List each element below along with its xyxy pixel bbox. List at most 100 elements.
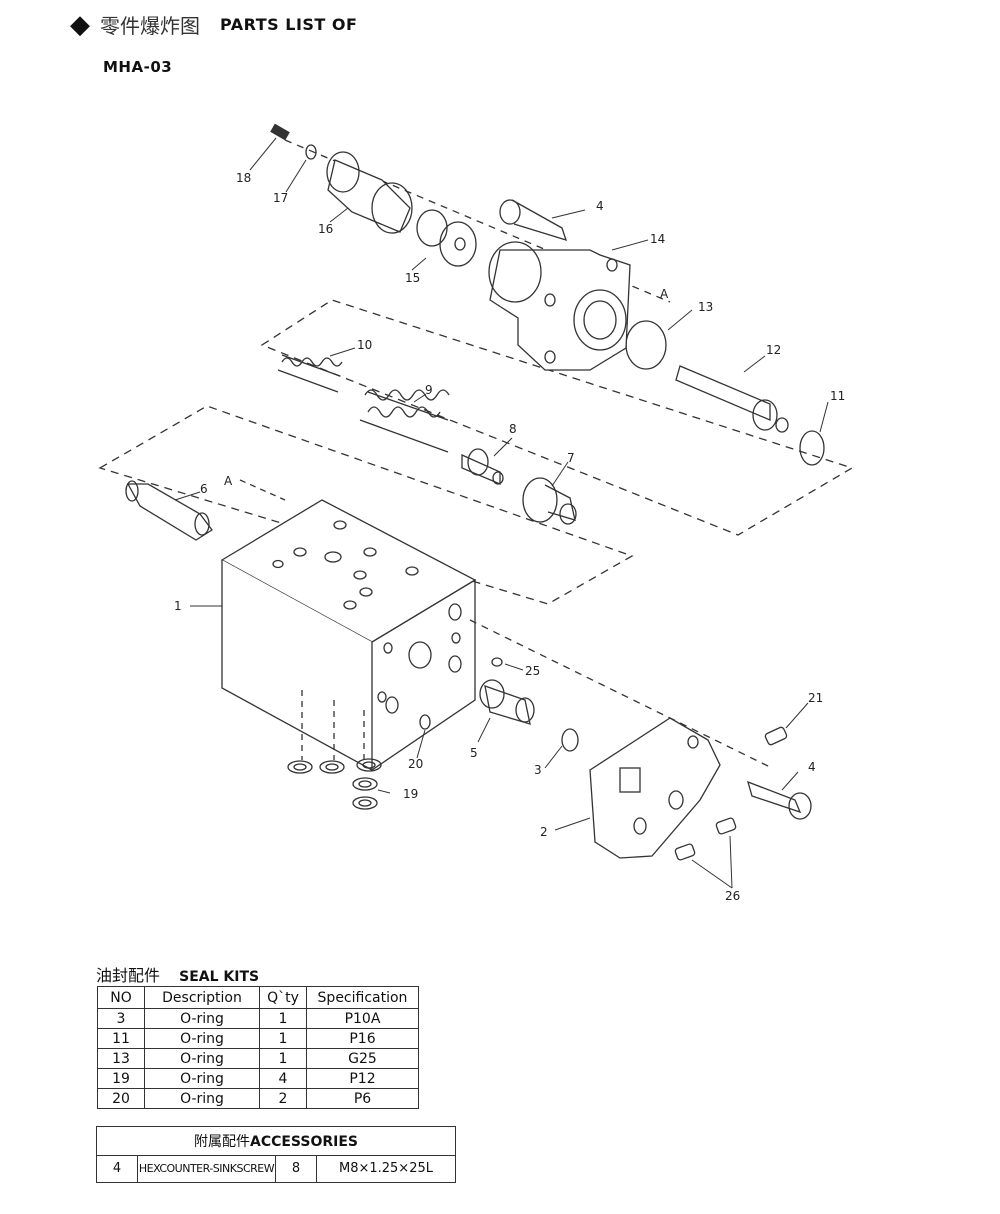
cell-no: 20	[97, 1088, 145, 1109]
part-10-spring	[277, 354, 343, 393]
cell-specification: P16	[306, 1028, 419, 1049]
cell-qty: 1	[259, 1028, 307, 1049]
cell-specification: P10A	[306, 1008, 419, 1029]
part-13-o-ring	[625, 320, 667, 370]
callout-26: 26	[725, 889, 740, 903]
callout-4-upper: 4	[596, 199, 604, 213]
column-header-description: Description	[144, 986, 260, 1009]
column-header-qty: Q`ty	[259, 986, 307, 1009]
callout-13: 13	[698, 300, 713, 314]
page-header: ◆ 零件爆炸图 PARTS LIST OF	[70, 10, 357, 39]
cell-qty: 4	[259, 1068, 307, 1089]
callout-5: 5	[470, 746, 478, 760]
callout-20: 20	[408, 757, 423, 771]
callout-3: 3	[534, 763, 542, 777]
seal-kits-title-chinese: 油封配件	[96, 966, 161, 985]
cell-no: 4	[97, 1156, 138, 1182]
table-header-row: NO Description Q`ty Specification	[97, 986, 419, 1009]
callout-11: 11	[830, 389, 845, 403]
part-2-flange-plate	[589, 717, 721, 859]
callout-6: 6	[200, 482, 208, 496]
title-english: PARTS LIST OF	[220, 15, 358, 34]
part-26-set-screw-b	[674, 843, 696, 861]
table-row: 20 O-ring 2 P6	[97, 1088, 419, 1109]
table-row: 3 O-ring 1 P10A	[97, 1008, 419, 1029]
part-26-set-screw-a	[715, 817, 737, 835]
callout-a-upper: A	[660, 287, 669, 301]
callout-18: 18	[236, 171, 251, 185]
column-header-no: NO	[97, 986, 145, 1009]
accessories-title-chinese: 附属配件	[193, 1134, 250, 1150]
cell-description: O-ring	[144, 1028, 260, 1049]
part-7-seat	[522, 477, 577, 525]
cell-no: 13	[97, 1048, 145, 1069]
callout-19: 19	[403, 787, 418, 801]
cell-qty: 8	[276, 1156, 317, 1182]
title-row: ◆ 零件爆炸图 PARTS LIST OF	[70, 10, 357, 39]
model-number: MHA-03	[103, 58, 173, 76]
seal-kits-table: NO Description Q`ty Specification 3 O-ri…	[97, 986, 419, 1109]
callout-a-lower: A	[224, 474, 233, 488]
accessories-title-english: ACCESSORIES	[249, 1134, 359, 1150]
callout-21: 21	[808, 691, 823, 705]
part-9-spring	[359, 389, 450, 453]
accessories-title: 附属配件ACCESSORIES	[97, 1127, 455, 1156]
part-5-spring-valve	[479, 679, 535, 725]
callout-16: 16	[318, 222, 333, 236]
part-20-o-ring	[419, 714, 431, 730]
part-17-washer	[305, 144, 317, 160]
part-19-o-rings	[287, 758, 382, 810]
cell-specification: P12	[306, 1068, 419, 1089]
cell-specification: G25	[306, 1048, 419, 1069]
cell-no: 11	[97, 1028, 145, 1049]
callout-9: 9	[425, 383, 433, 397]
callout-12: 12	[766, 343, 781, 357]
callout-8: 8	[509, 422, 517, 436]
part-25-o-ring	[491, 657, 503, 667]
callout-14: 14	[650, 232, 665, 246]
cell-specification: P6	[306, 1088, 419, 1109]
seal-kits-title-english: SEAL KITS	[179, 969, 260, 985]
table-row: 11 O-ring 1 P16	[97, 1028, 419, 1049]
cell-no: 19	[97, 1068, 145, 1089]
part-12-adjusting-screw	[675, 365, 789, 433]
part-14-housing	[488, 241, 631, 371]
part-8-poppet	[461, 448, 504, 485]
callout-25: 25	[525, 664, 540, 678]
cell-specification: M8×1.25×25L	[338, 1161, 433, 1176]
cell-description: O-ring	[144, 1088, 260, 1109]
cell-qty: 1	[259, 1048, 307, 1069]
callout-1: 1	[174, 599, 182, 613]
exploded-view-diagram: 1 2 3 4 4 5 6 7 8 9 10 11 12 13 14 15 16…	[98, 123, 854, 903]
title-chinese: 零件爆炸图	[100, 14, 200, 38]
cell-qty: 1	[259, 1008, 307, 1029]
callout-15: 15	[405, 271, 420, 285]
cell-no: 3	[97, 1008, 145, 1029]
column-header-specification: Specification	[306, 986, 419, 1009]
cell-description: O-ring	[144, 1008, 260, 1029]
diamond-bullet-icon: ◆	[70, 9, 90, 40]
cell-description: HEXCOUNTER-SINKSCREW	[138, 1156, 276, 1182]
cell-description: O-ring	[144, 1048, 260, 1069]
callout-10: 10	[357, 338, 372, 352]
callout-4-lower: 4	[808, 760, 816, 774]
callout-7: 7	[567, 451, 575, 465]
part-11-o-ring	[799, 430, 825, 466]
cell-qty: 2	[259, 1088, 307, 1109]
part-21-set-screw	[764, 726, 788, 746]
part-4-screw-lower	[747, 780, 812, 820]
part-15-lock-nut	[416, 209, 477, 267]
table-row: 4 HEXCOUNTER-SINKSCREW 8 M8×1.25×25L	[97, 1156, 455, 1182]
part-16-knob	[326, 151, 413, 234]
part-6-check-valve	[125, 480, 213, 541]
accessories-table: 附属配件ACCESSORIES 4 HEXCOUNTER-SINKSCREW 8…	[96, 1126, 456, 1183]
dashed-assembly-line-lower	[469, 619, 773, 769]
part-1-valve-body	[220, 499, 477, 772]
part-4-screw-upper	[499, 199, 568, 241]
callout-2: 2	[540, 825, 548, 839]
part-18-screw	[270, 123, 290, 141]
part-3-o-ring	[561, 728, 579, 752]
cell-description: O-ring	[144, 1068, 260, 1089]
seal-kits-title: 油封配件 SEAL KITS	[96, 962, 259, 986]
table-row: 19 O-ring 4 P12	[97, 1068, 419, 1089]
